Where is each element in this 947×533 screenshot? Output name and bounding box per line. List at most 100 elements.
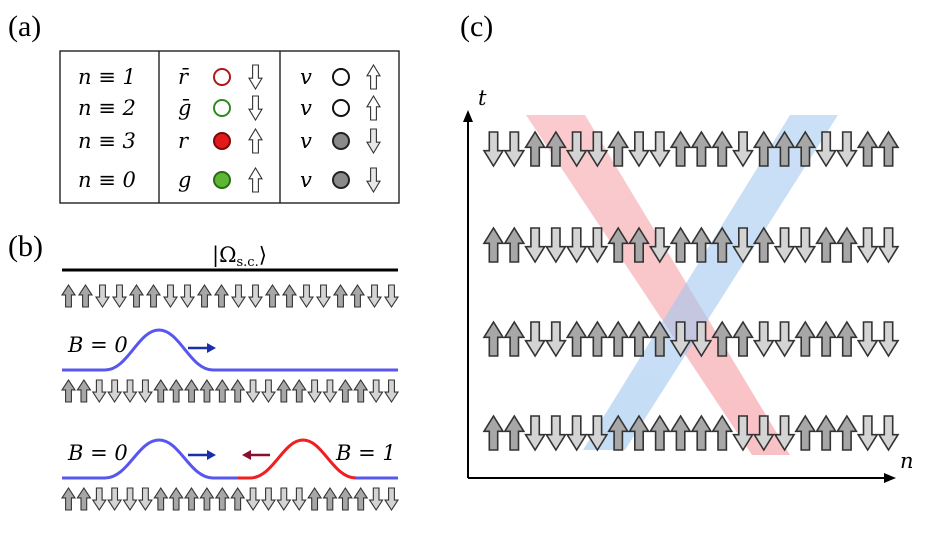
color-symbol: r <box>178 129 190 153</box>
panel-c: t n <box>463 86 914 483</box>
up-arrow-icon <box>565 320 588 357</box>
up-arrow-icon <box>648 414 671 451</box>
down-arrow-icon <box>565 415 588 452</box>
state-circle-icon <box>332 68 350 86</box>
up-arrow-icon <box>628 320 650 357</box>
color-symbol: g <box>178 168 191 192</box>
t-axis-label: t <box>478 86 487 110</box>
down-arrow-icon <box>524 227 547 264</box>
up-arrow-icon <box>690 226 713 263</box>
down-arrow-icon <box>794 227 817 264</box>
up-arrow-icon <box>794 130 817 167</box>
down-arrow-icon <box>544 321 567 358</box>
down-arrow-icon <box>648 131 671 168</box>
up-arrow-icon <box>815 226 838 263</box>
down-arrow-icon <box>322 379 338 404</box>
up-arrow-icon <box>337 378 353 403</box>
down-arrow-icon <box>247 284 264 309</box>
up-arrow-icon <box>153 486 169 511</box>
up-arrow-icon <box>128 283 145 308</box>
up-arrow-icon <box>835 414 858 451</box>
down-arrow-icon <box>565 227 588 264</box>
up-arrow-icon <box>607 130 630 167</box>
down-arrow-icon <box>856 321 879 358</box>
panel-label-b: (b) <box>8 230 43 263</box>
down-arrow-icon <box>856 227 879 264</box>
panel-label-c: (c) <box>460 10 493 43</box>
down-arrow-icon <box>248 95 263 122</box>
panel-label-a: (a) <box>8 10 41 43</box>
spin-chain-pair <box>60 486 400 512</box>
down-arrow-icon <box>245 487 261 512</box>
up-arrow-icon <box>607 320 630 357</box>
down-arrow-icon <box>291 487 307 512</box>
up-arrow-icon <box>153 378 169 403</box>
vacuum-symbol: v <box>300 129 312 153</box>
n-label: n ≡ 3 <box>78 129 136 153</box>
up-arrow-icon <box>337 486 353 511</box>
down-arrow-icon <box>773 415 796 452</box>
up-arrow-icon <box>230 378 246 403</box>
panel-b: |Ωs.c.⟩ B = 0 B = 0 B = 1 <box>60 243 400 512</box>
up-arrow-icon <box>815 414 838 451</box>
up-arrow-icon <box>183 378 200 403</box>
up-arrow-icon <box>711 320 734 357</box>
up-arrow-icon <box>815 320 838 357</box>
up-arrow-icon <box>482 226 505 263</box>
color-symbol: ḡ <box>178 96 191 120</box>
state-label: |Ωs.c.⟩ <box>212 243 267 270</box>
state-circle-icon <box>332 132 350 150</box>
down-arrow-icon <box>628 131 650 168</box>
down-arrow-icon <box>137 487 153 512</box>
up-arrow-icon <box>752 130 775 167</box>
state-circle-icon <box>213 132 231 150</box>
state-circle-icon <box>213 68 231 86</box>
up-arrow-icon <box>835 320 858 357</box>
b0-label-pair: B = 0 <box>67 441 128 465</box>
soliton-b1-pair <box>238 438 357 480</box>
up-arrow-icon <box>794 320 817 357</box>
up-arrow-icon <box>183 486 200 511</box>
down-arrow-icon <box>260 379 277 404</box>
up-arrow-icon <box>322 486 338 511</box>
spin-chains-time <box>482 130 900 452</box>
down-arrow-icon <box>544 227 567 264</box>
down-arrow-icon <box>752 321 775 358</box>
down-arrow-icon <box>856 415 879 452</box>
up-arrow-icon <box>248 166 263 193</box>
n-label: n ≡ 2 <box>78 96 136 120</box>
right-arrow-icon <box>207 343 216 353</box>
down-arrow-icon <box>732 131 754 168</box>
up-arrow-icon <box>711 226 734 263</box>
down-arrow-icon <box>586 227 609 264</box>
state-circle-icon <box>213 171 231 189</box>
down-arrow-icon <box>690 321 713 358</box>
up-arrow-icon <box>856 130 879 167</box>
down-arrow-icon <box>524 321 547 358</box>
up-arrow-icon <box>307 486 323 511</box>
up-arrow-icon <box>77 283 94 308</box>
up-arrow-icon <box>482 320 505 357</box>
down-arrow-icon <box>383 379 400 404</box>
up-arrow-icon <box>503 226 526 263</box>
up-arrow-icon <box>607 414 630 451</box>
down-arrow-icon <box>877 227 900 264</box>
up-arrow-icon <box>607 226 630 263</box>
up-arrow-icon <box>503 320 526 357</box>
up-arrow-icon <box>199 486 215 511</box>
blue-light-cone <box>583 115 838 450</box>
up-arrow-icon <box>60 378 77 403</box>
down-arrow-icon <box>307 379 323 404</box>
up-arrow-icon <box>353 486 369 511</box>
t-axis-arrow-icon <box>463 110 473 122</box>
up-arrow-icon <box>711 130 734 167</box>
up-arrow-icon <box>690 414 713 451</box>
n-label: n ≡ 1 <box>78 65 136 89</box>
up-arrow-icon <box>648 320 671 357</box>
down-arrow-icon <box>230 284 247 309</box>
down-arrow-icon <box>648 227 671 264</box>
n-label: n ≡ 0 <box>78 168 136 192</box>
down-arrow-icon <box>137 379 153 404</box>
